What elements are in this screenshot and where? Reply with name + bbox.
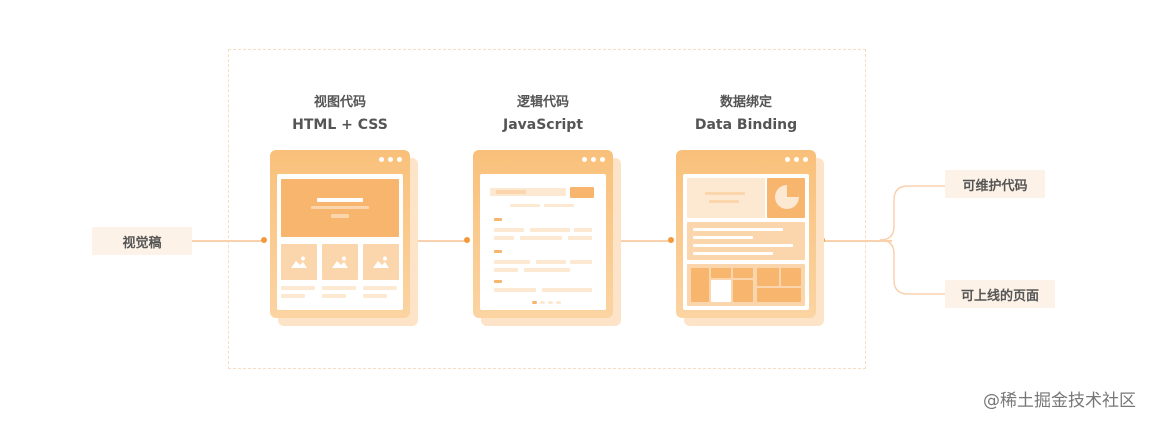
- mock-screen: [480, 174, 606, 310]
- stage-title-cn: 数据绑定: [719, 95, 772, 110]
- flow-line-1-2: [414, 240, 468, 242]
- image-icon: [291, 256, 307, 268]
- stage-title-logic: 逻辑代码 JavaScript: [463, 92, 623, 136]
- pie-chart-icon: [775, 185, 799, 209]
- stage-title-en: JavaScript: [502, 117, 584, 133]
- stage-title-en: HTML + CSS: [292, 117, 388, 133]
- flow-line-input: [192, 240, 264, 242]
- output-label: 可维护代码: [962, 178, 1028, 194]
- output-pill-deployable: 可上线的页面: [945, 280, 1055, 308]
- flow-line-2-3: [618, 240, 671, 242]
- stage-title-view: 视图代码 HTML + CSS: [260, 92, 420, 136]
- stage-title-cn: 逻辑代码: [516, 95, 569, 110]
- stage-card-data: [676, 150, 824, 326]
- three-dots-icon: [785, 157, 808, 162]
- stage-title-data: 数据绑定 Data Binding: [666, 92, 826, 136]
- input-label: 视觉稿: [122, 235, 162, 251]
- mock-screen: [683, 174, 809, 310]
- output-pill-maintainable: 可维护代码: [945, 170, 1045, 198]
- connector-dot: [464, 237, 470, 243]
- stage-card-view: [270, 150, 418, 326]
- input-pill: 视觉稿: [92, 227, 192, 255]
- branch-connector: [880, 185, 946, 295]
- output-label: 可上线的页面: [960, 288, 1039, 304]
- stage-card-logic: [473, 150, 621, 326]
- stage-title-cn: 视图代码: [313, 95, 366, 110]
- connector-dot: [668, 237, 674, 243]
- connector-dot: [261, 237, 267, 243]
- pipeline-frame: [228, 49, 866, 369]
- stage-title-en: Data Binding: [694, 117, 798, 133]
- image-icon: [373, 256, 389, 268]
- watermark: @稀土掘金技术社区: [983, 391, 1136, 411]
- image-icon: [332, 256, 348, 268]
- mock-screen: [277, 174, 403, 310]
- flow-line-output: [822, 240, 892, 242]
- three-dots-icon: [582, 157, 605, 162]
- three-dots-icon: [379, 157, 402, 162]
